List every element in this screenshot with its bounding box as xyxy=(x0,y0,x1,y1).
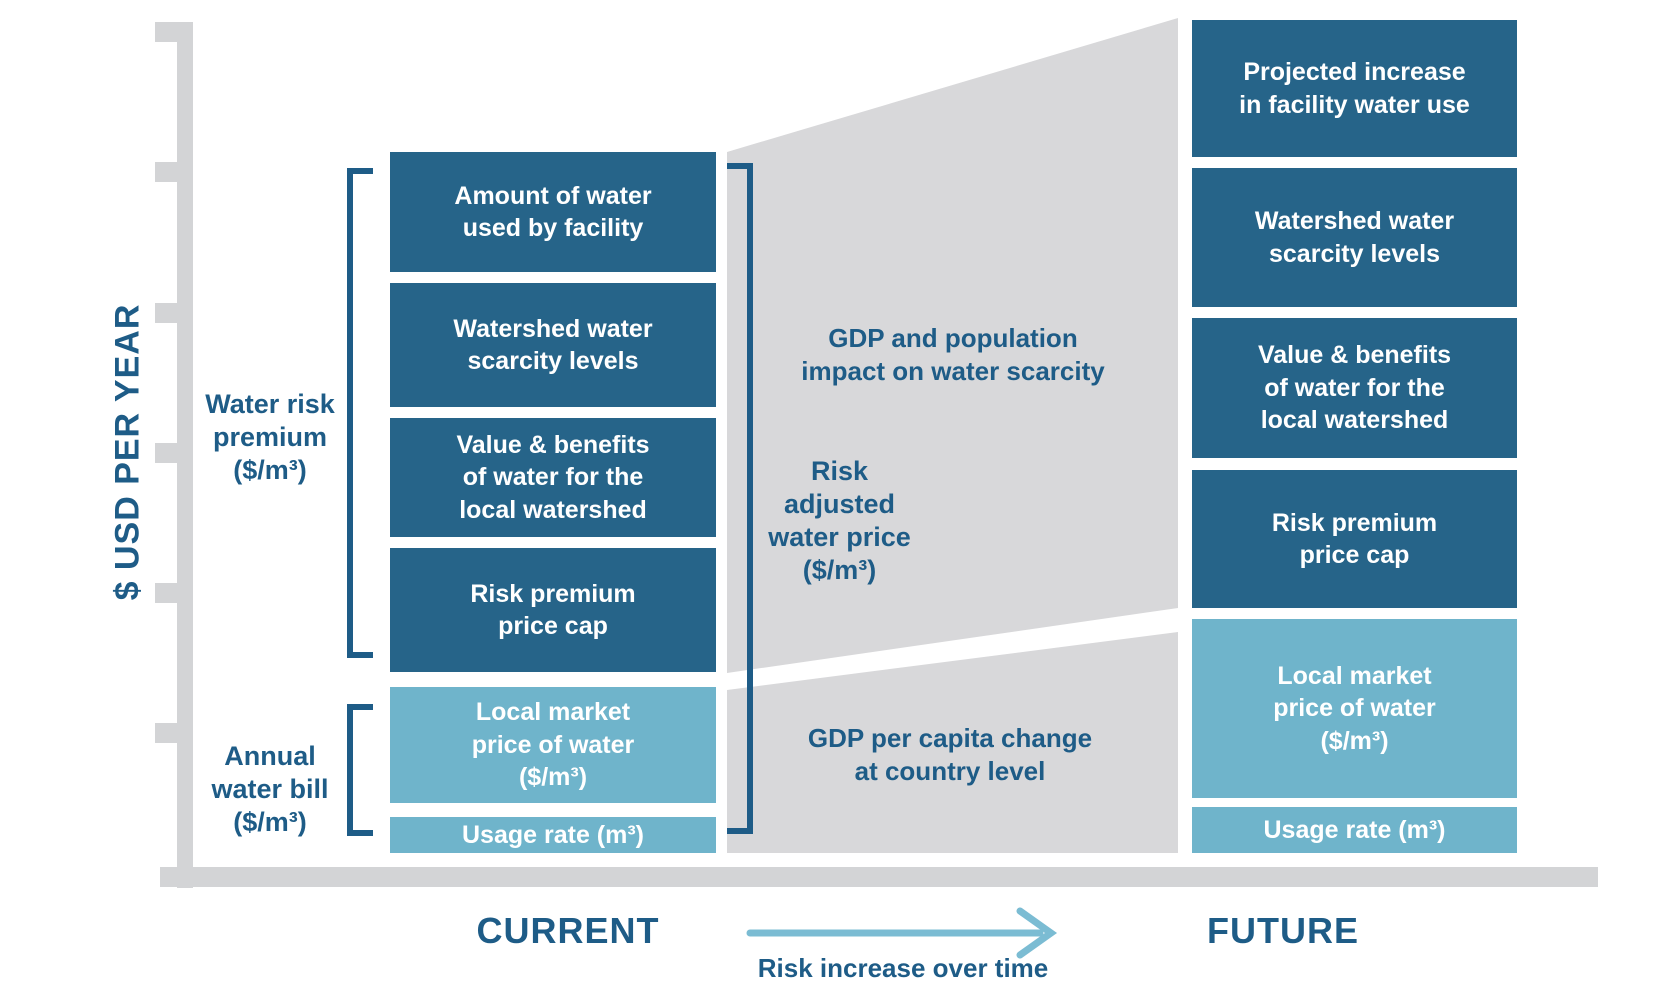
future-box-4: Risk premium price cap xyxy=(1192,470,1517,608)
current-title: CURRENT xyxy=(476,910,660,951)
current-box-6: Usage rate (m³) xyxy=(390,817,716,853)
y-axis-label: $ USD PER YEAR xyxy=(108,303,147,601)
x-axis-bar xyxy=(160,867,1598,887)
gdp-per-capita-trapezoid xyxy=(727,632,1178,853)
y-axis-tick xyxy=(155,22,179,42)
risk-adjusted-price-bracket xyxy=(727,163,753,834)
risk-increase-arrow xyxy=(746,907,1058,959)
y-axis-bar xyxy=(177,22,193,888)
current-box-2: Watershed water scarcity levels xyxy=(390,283,716,407)
current-box-4: Risk premium price cap xyxy=(390,548,716,672)
annual-water-bill-label: Annual water bill ($/m³) xyxy=(211,741,329,837)
future-box-3: Value & benefits of water for the local … xyxy=(1192,318,1517,458)
current-box-3: Value & benefits of water for the local … xyxy=(390,418,716,537)
y-axis-tick xyxy=(155,162,179,182)
current-box-1: Amount of water used by facility xyxy=(390,152,716,272)
y-axis-tick xyxy=(155,723,179,743)
future-box-2: Watershed water scarcity levels xyxy=(1192,168,1517,307)
y-axis-tick xyxy=(155,303,179,323)
current-box-5: Local market price of water ($/m³) xyxy=(390,687,716,803)
y-axis-tick xyxy=(155,583,179,603)
water-risk-premium-label: Water risk premium ($/m³) xyxy=(205,389,335,485)
future-title: FUTURE xyxy=(1207,910,1359,951)
water-risk-premium-bracket xyxy=(347,168,373,658)
risk-adjusted-price-label: Risk adjusted water price ($/m³) xyxy=(768,456,911,585)
gdp-per-capita-label: GDP per capita change at country level xyxy=(807,723,1093,787)
future-box-5: Local market price of water ($/m³) xyxy=(1192,619,1517,798)
risk-increase-label: Risk increase over time xyxy=(757,953,1049,983)
future-box-6: Usage rate (m³) xyxy=(1192,807,1517,853)
gdp-population-label: GDP and population impact on water scarc… xyxy=(801,323,1105,387)
future-box-1: Projected increase in facility water use xyxy=(1192,20,1517,157)
annual-water-bill-bracket xyxy=(347,704,373,836)
gdp-population-trapezoid xyxy=(727,18,1178,673)
y-axis-tick xyxy=(155,443,179,463)
